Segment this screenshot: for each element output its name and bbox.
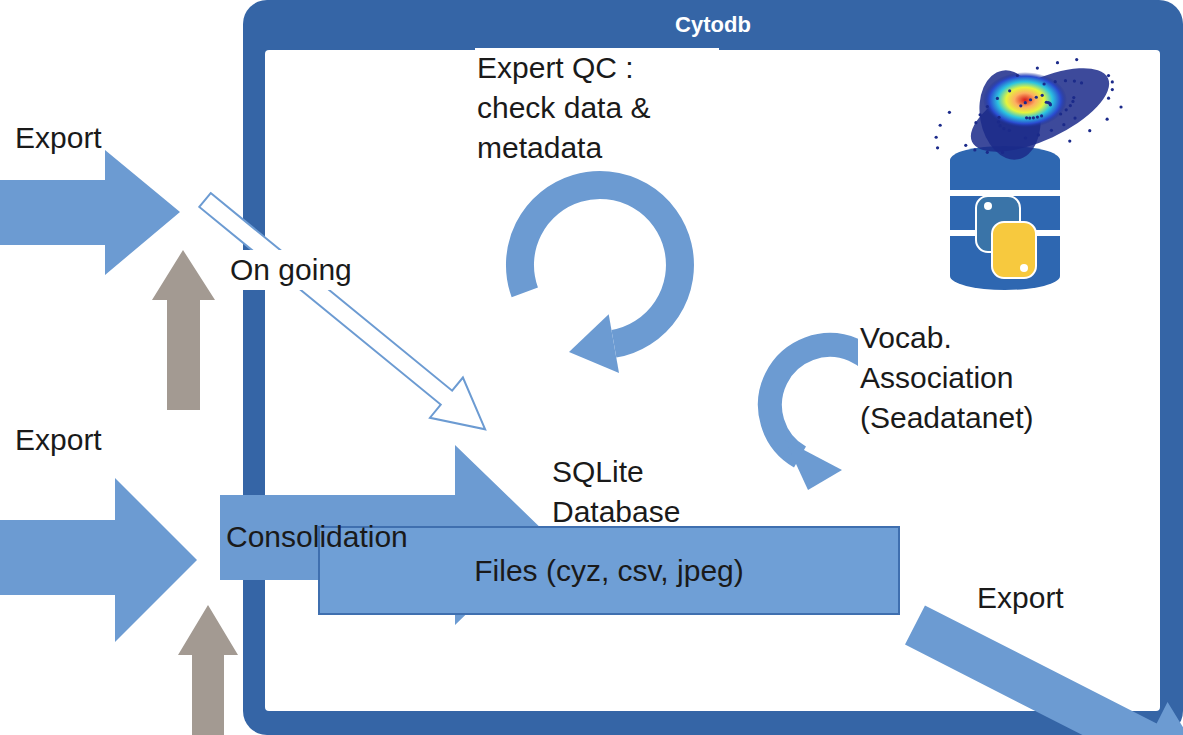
scatter-dot: [997, 120, 1000, 123]
scatter-dot: [1111, 88, 1114, 91]
cycle-arrowhead: [569, 314, 619, 373]
annotation-label: Expert QC : check data & metadata: [475, 48, 719, 168]
scatter-dot: [1040, 114, 1043, 117]
scatter-dot: [973, 148, 976, 151]
scatter-dot: [1106, 118, 1109, 121]
node-label: Files (cyz, csv, jpeg): [474, 553, 744, 589]
scatter-dot: [1036, 66, 1039, 69]
up-arrow: [178, 605, 238, 735]
cycle-arrow: [520, 185, 680, 344]
python-database-icon: [950, 146, 1060, 290]
scatter-dot: [1025, 116, 1028, 119]
scatter-dot: [1071, 100, 1074, 103]
scatter-dot: [1016, 74, 1019, 77]
scatter-dot: [1065, 108, 1068, 111]
frame-border: [243, 0, 1183, 735]
scatter-dot: [1073, 116, 1076, 119]
scatter-dot: [1064, 79, 1067, 82]
scatter-dot: [986, 151, 989, 154]
scatter-plot: [935, 51, 1123, 169]
scatter-dot: [1035, 96, 1038, 99]
scatter-dot: [1069, 104, 1072, 107]
annotation-label: Export: [975, 578, 1066, 618]
annotation-label: Export: [15, 420, 102, 460]
scatter-dot: [1073, 79, 1076, 82]
up-arrow: [152, 250, 215, 410]
scatter-dot: [1119, 105, 1122, 108]
scatter-dot: [1075, 58, 1078, 61]
scatter-dot: [974, 121, 977, 124]
scatter-dot: [998, 124, 1001, 127]
scatter-dot: [1001, 151, 1004, 154]
ongoing-arrow: [189, 180, 502, 450]
scatter-dot: [1059, 112, 1062, 115]
scatter-dot: [964, 144, 967, 147]
scatter-dot: [1111, 80, 1114, 83]
scatter-dot: [935, 136, 938, 139]
scatter-dot: [1019, 104, 1022, 107]
scatter-dot: [978, 113, 981, 116]
node-label: SQLite Database: [552, 452, 722, 532]
scatter-dot: [1107, 74, 1110, 77]
export-arrow: [0, 150, 180, 275]
annotation-label: On going: [228, 250, 354, 290]
scatter-dot: [1072, 96, 1075, 99]
scatter-dot: [996, 97, 999, 100]
scatter-dot: [986, 105, 989, 108]
scatter-dot: [1008, 129, 1011, 132]
scatter-dot: [1036, 116, 1039, 119]
scatter-dot: [1107, 97, 1110, 100]
export-arrow: [0, 478, 197, 642]
scatter-dot: [1024, 136, 1027, 139]
scatter-dot: [1008, 89, 1011, 92]
scatter-dot: [948, 111, 951, 114]
scatter-dot: [939, 124, 942, 127]
scatter-dot: [1037, 133, 1040, 136]
scatter-dot: [1041, 94, 1044, 97]
scatter-dot: [1080, 81, 1083, 84]
scatter-dot: [1024, 101, 1027, 104]
annotation-label: Vocab. Association (Seadatanet): [858, 318, 1057, 438]
scatter-dot: [1045, 101, 1048, 104]
scatter-dot: [936, 146, 939, 149]
annotation-label: Consolidation: [226, 517, 408, 557]
frame-title: Cytodb: [243, 12, 1183, 38]
scatter-dot: [1062, 123, 1065, 126]
scatter-dot: [1002, 127, 1005, 130]
scatter-dot: [1068, 139, 1071, 142]
scatter-dot: [1028, 116, 1031, 119]
scatter-dot: [1043, 82, 1046, 85]
database-node: SQLite Database: [552, 452, 722, 532]
scatter-dot: [1029, 98, 1032, 101]
cycle-arrowhead: [785, 440, 842, 490]
scatter-dot: [1056, 61, 1059, 64]
scatter-dot: [997, 116, 1000, 119]
scatter-dot: [1050, 129, 1053, 132]
scatter-dot: [1032, 116, 1035, 119]
annotation-label: Export: [15, 118, 102, 158]
scatter-dot: [1088, 129, 1091, 132]
scatter-dot: [1054, 80, 1057, 83]
